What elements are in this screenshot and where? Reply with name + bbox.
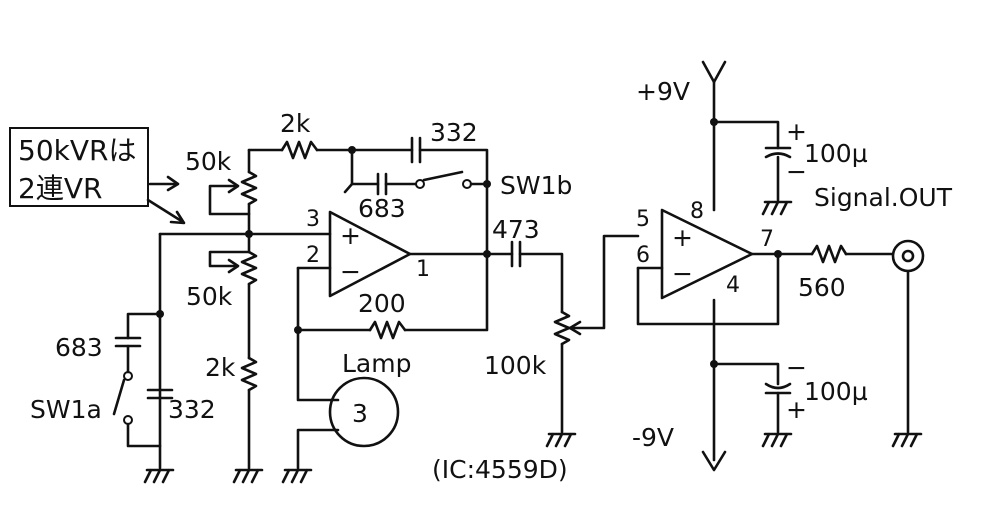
label-c-332-left: 332 [168, 395, 216, 424]
cap-bottom-plus: + [786, 395, 807, 424]
opamp-2-minus: − [672, 259, 693, 288]
label-ic: (IC:4559D) [432, 455, 568, 484]
label-pin4: 4 [726, 273, 740, 298]
feedback-network: 2k 332 683 SW1b [247, 109, 572, 257]
label-pin7: 7 [760, 227, 774, 252]
label-lamp: Lamp [342, 349, 411, 378]
label-sw1a: SW1a [30, 395, 102, 424]
cap-bottom-minus: − [786, 353, 807, 382]
coupling-and-volume: 473 100k [484, 215, 640, 448]
input-network: 50k 2k 683 SW1a 332 [30, 230, 332, 484]
pot-50k-top: 50k [185, 147, 258, 236]
label-pin2: 2 [306, 243, 320, 268]
label-r-560: 560 [798, 273, 846, 302]
note-box: 50kVRは 2連VR [9, 127, 186, 225]
cap-top-minus: − [786, 157, 807, 186]
power-rails: +9V + − 100µ -9V − + 100µ [632, 60, 868, 472]
label-pot-50k-bottom: 50k [186, 282, 233, 311]
label-pin1: 1 [416, 257, 430, 282]
label-pot-50k-top: 50k [185, 147, 232, 176]
label-c-100u-bottom: 100µ [804, 377, 868, 406]
note-line-1: 50kVRは [18, 134, 136, 167]
output-jack: Signal.OUT [814, 183, 953, 448]
label-sw1b: SW1b [500, 171, 572, 200]
label-r-2k-top: 2k [280, 109, 311, 138]
label-pin5: 5 [636, 207, 650, 232]
label-c-473: 473 [492, 215, 540, 244]
label-c-683-left: 683 [55, 333, 103, 362]
label-c-332-top: 332 [430, 118, 478, 147]
label-pin8: 8 [690, 199, 704, 224]
label-pin6: 6 [636, 243, 650, 268]
opamp-1-plus: + [340, 221, 361, 250]
opamp-1-minus: − [340, 257, 361, 286]
opamp-2: + − 5 6 8 7 4 560 [636, 199, 894, 326]
label-r-2k-low: 2k [205, 353, 236, 382]
label-vminus: -9V [632, 423, 674, 452]
label-pot-100k: 100k [484, 351, 547, 380]
label-signal-out: Signal.OUT [814, 183, 953, 212]
label-c-683-mid: 683 [358, 194, 406, 223]
label-c-100u-top: 100µ [804, 139, 868, 168]
lamp-symbol: 3 [352, 399, 368, 428]
label-pin3: 3 [306, 207, 320, 232]
opamp-2-plus: + [672, 223, 693, 252]
opamp-1: + − 3 2 1 200 3 Lamp [281, 207, 491, 484]
note-line-2: 2連VR [18, 172, 102, 205]
label-vplus: +9V [636, 77, 690, 106]
label-r-200: 200 [358, 289, 406, 318]
cap-top-plus: + [786, 117, 807, 146]
